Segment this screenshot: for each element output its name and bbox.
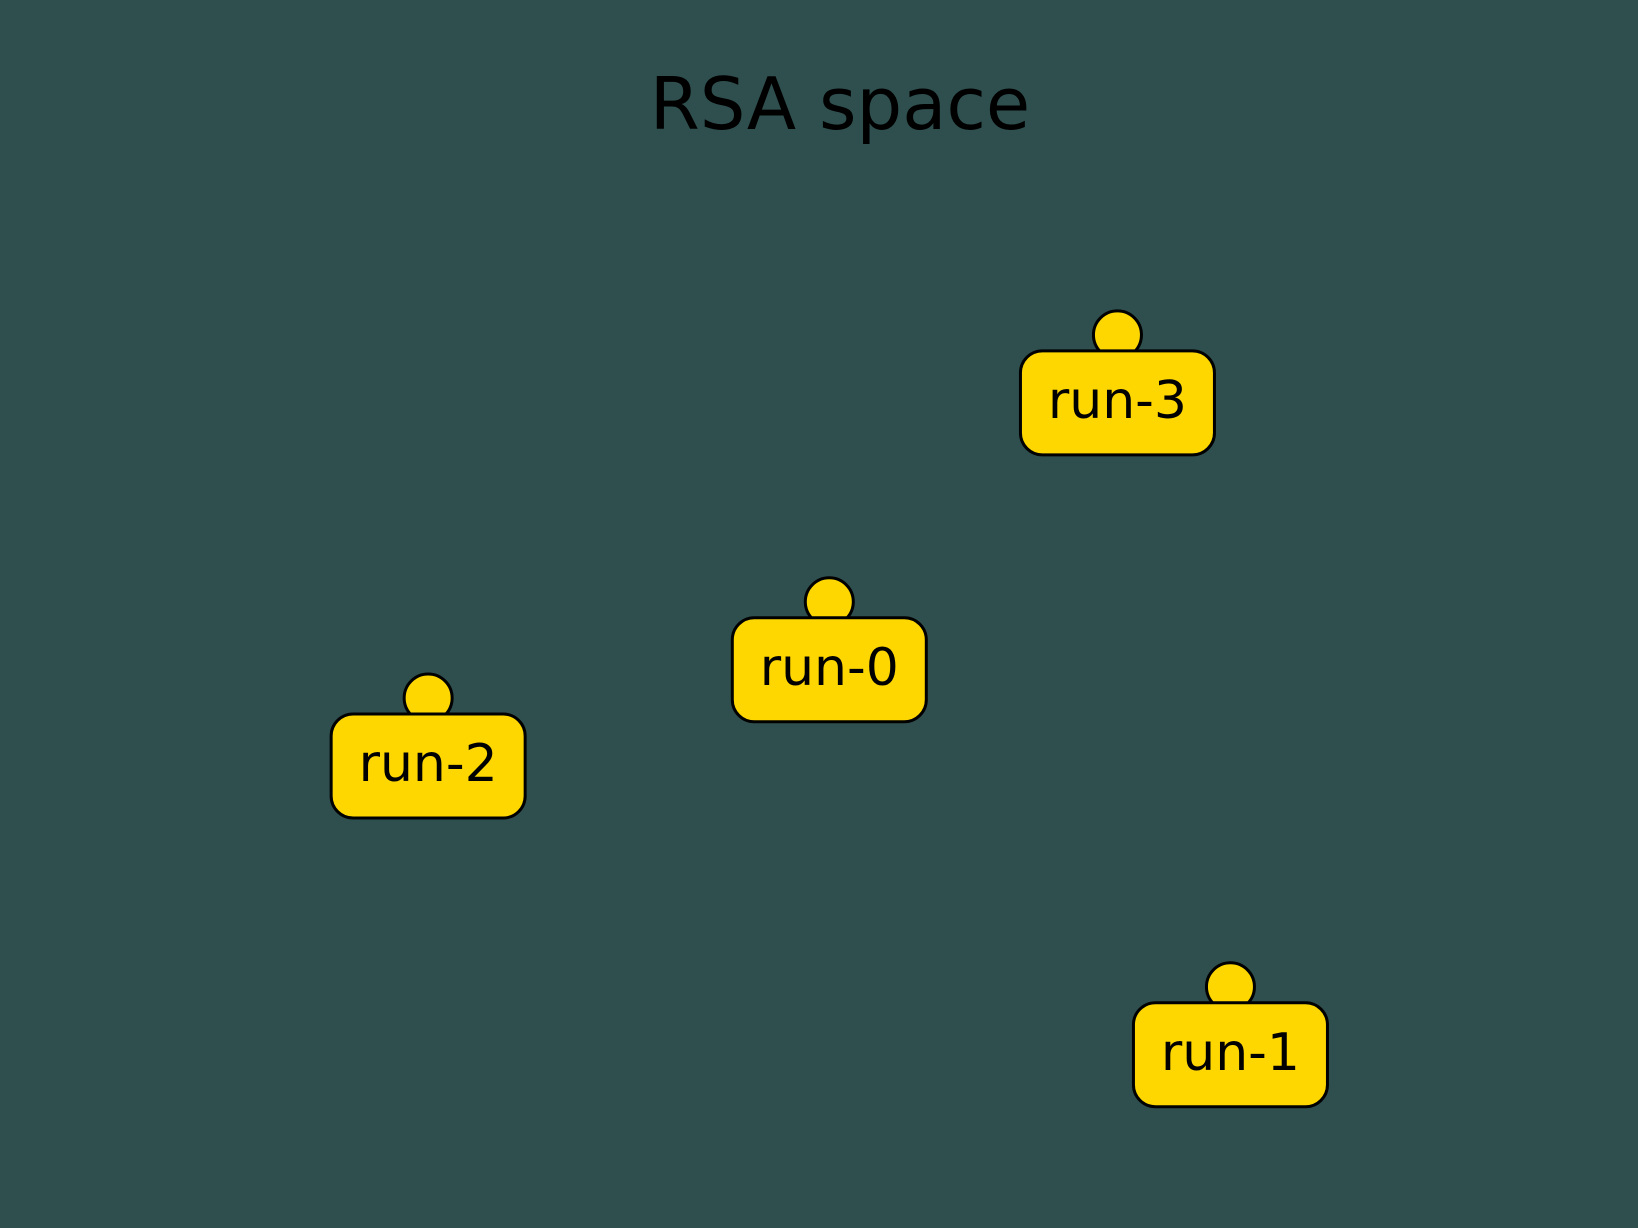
point-label: run-3 (1048, 371, 1187, 431)
data-point-run-1: run-1 (1131, 961, 1329, 1109)
point-label-box (329, 712, 527, 820)
data-point-run-0: run-0 (730, 576, 928, 724)
data-point-run-2: run-2 (329, 672, 527, 820)
chart-title: RSA space (649, 62, 1031, 146)
point-label-box (730, 616, 928, 724)
point-label-box (1018, 349, 1216, 457)
point-label: run-2 (359, 734, 498, 794)
point-label: run-0 (760, 638, 899, 698)
data-point-run-3: run-3 (1018, 309, 1216, 457)
point-label: run-1 (1161, 1023, 1300, 1083)
point-label-box (1131, 1001, 1329, 1109)
